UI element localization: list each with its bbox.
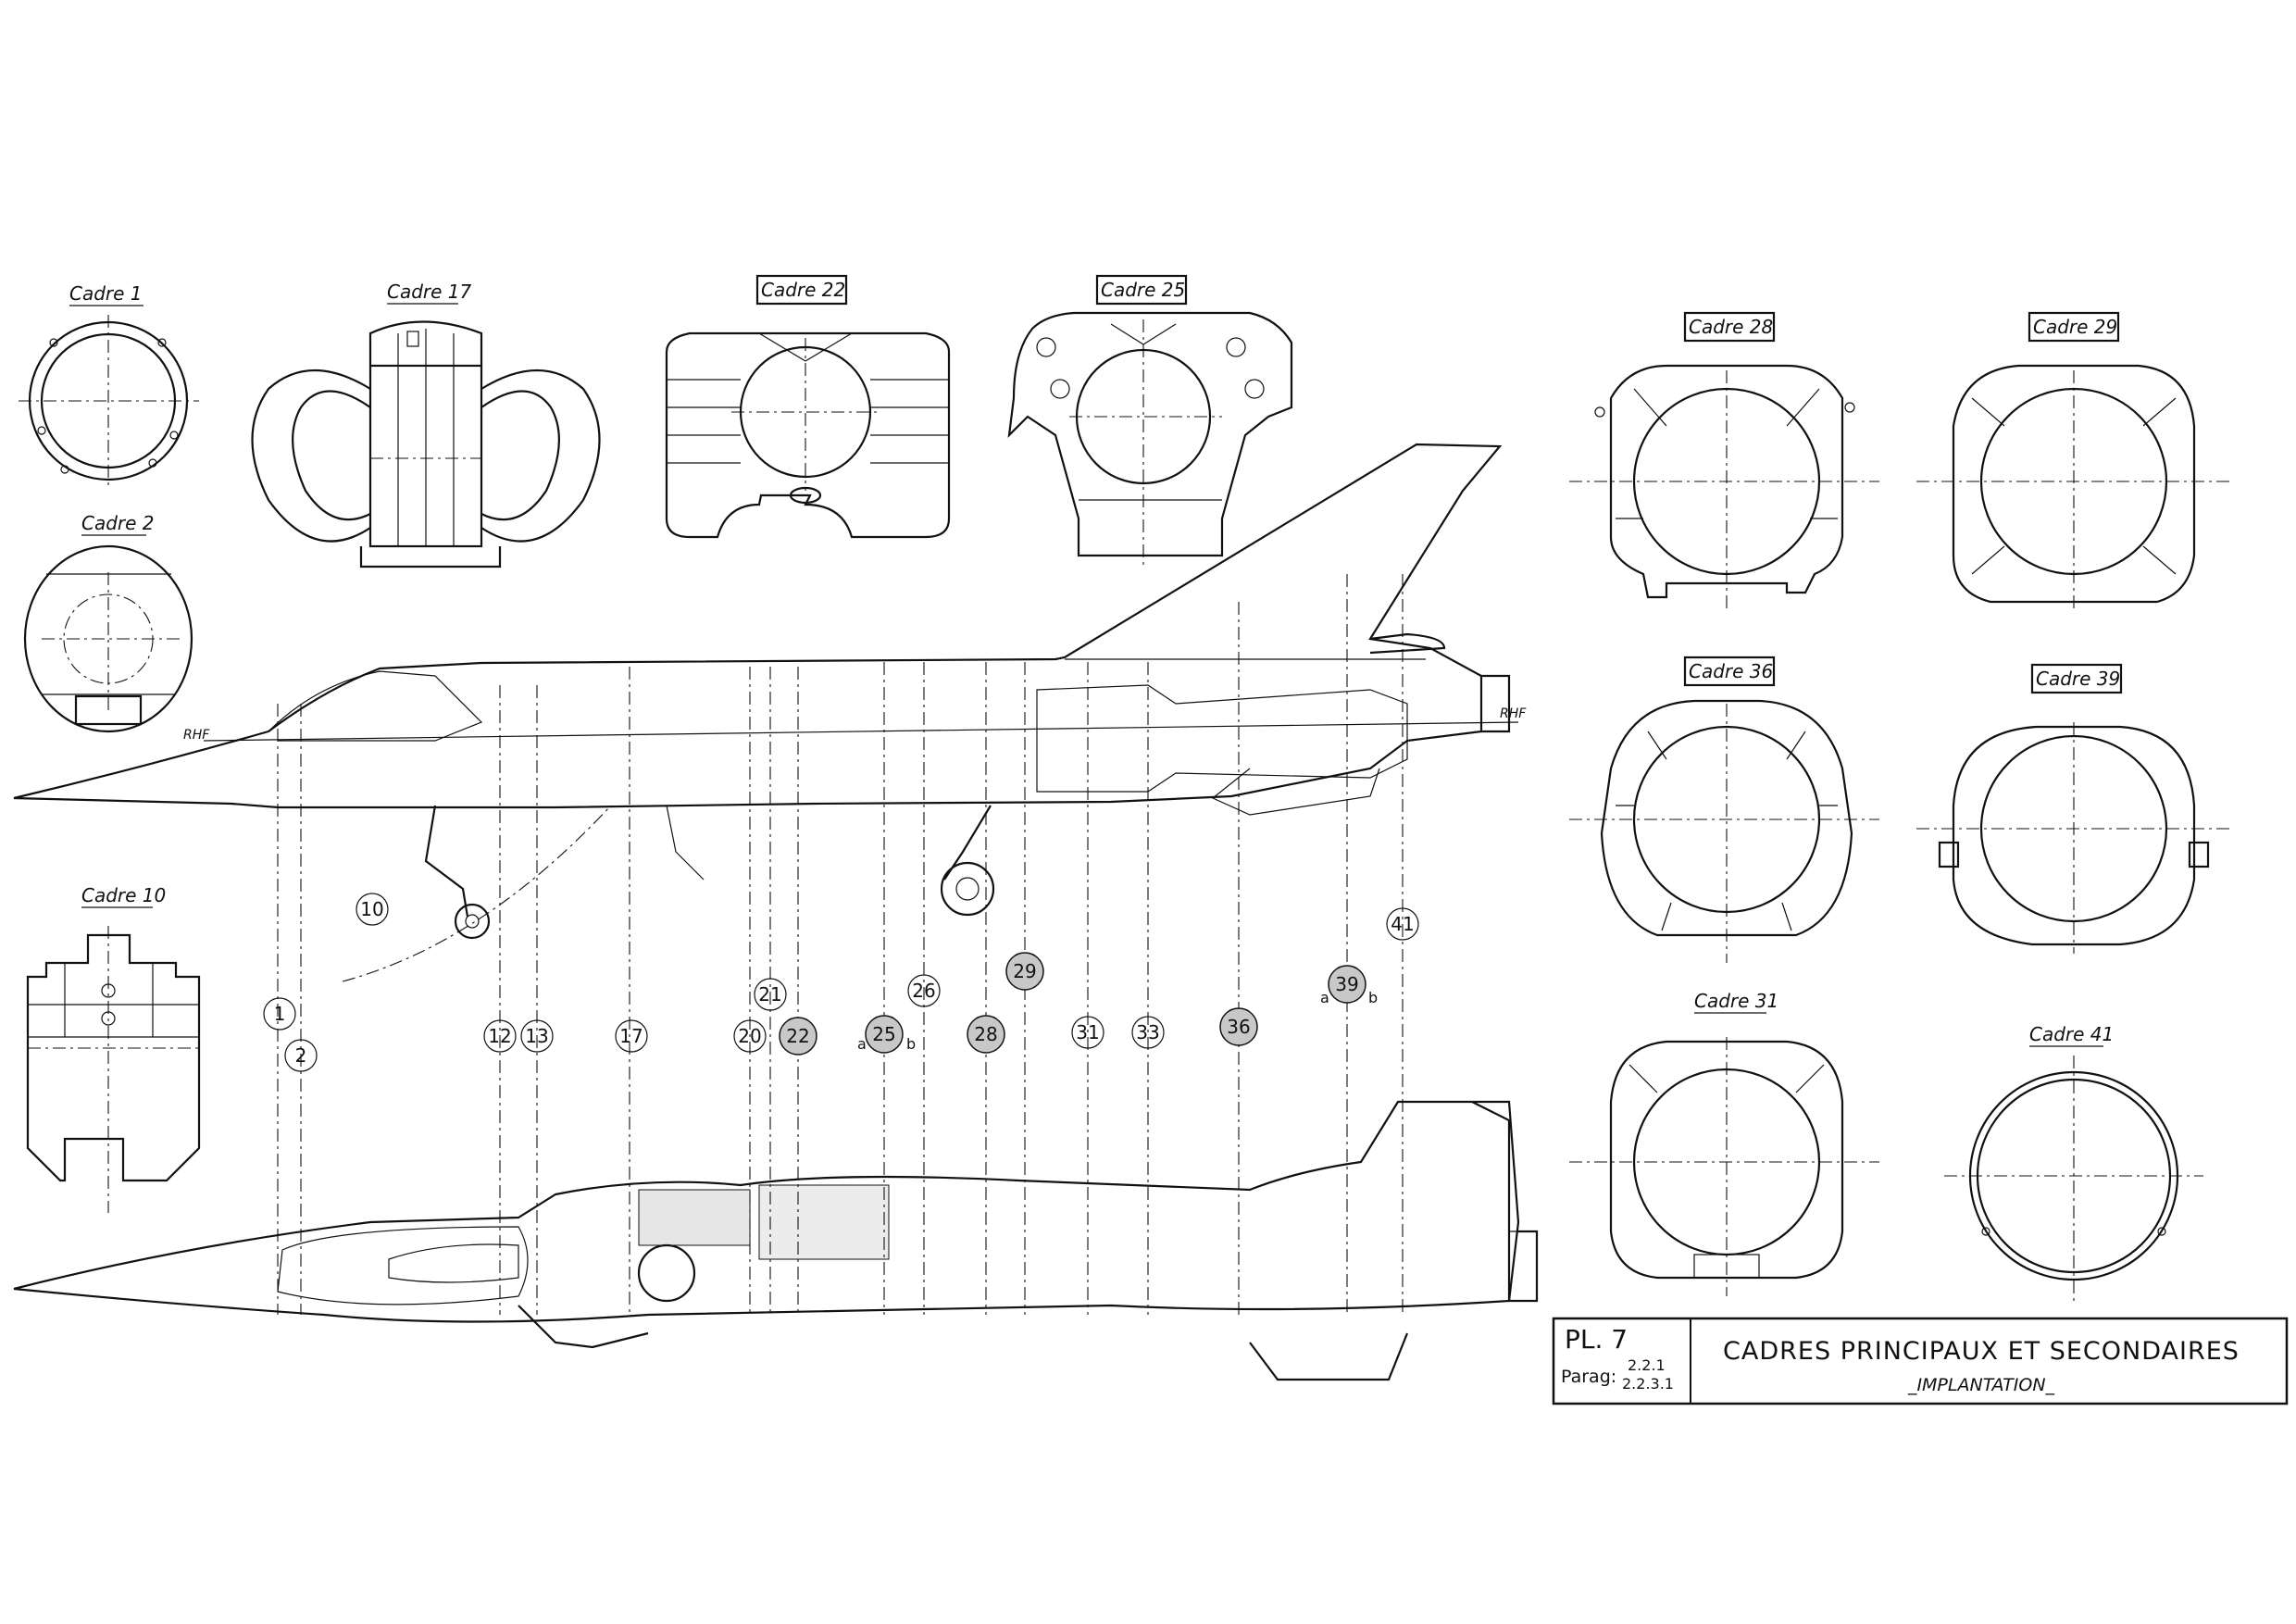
frame-section-cadre-39: Cadre 39 bbox=[1916, 663, 2231, 954]
frame-label: Cadre 36 bbox=[1689, 660, 1773, 682]
drawing-subtitle: _IMPLANTATION_ bbox=[1907, 1375, 2055, 1395]
frame-label: Cadre 22 bbox=[761, 279, 845, 301]
frame-label: Cadre 2 bbox=[81, 512, 155, 534]
sub-label: b bbox=[1368, 989, 1378, 1006]
station-marker: 31 bbox=[1071, 1016, 1104, 1049]
frame-section-cadre-2: Cadre 2 bbox=[23, 512, 193, 733]
station-marker: 2 bbox=[284, 1039, 318, 1072]
frame-label: Cadre 10 bbox=[81, 884, 166, 906]
title-block: PL. 7 Parag: 2.2.1 2.2.3.1 CADRES PRINCI… bbox=[1552, 1317, 2289, 1405]
station-marker: 39 bbox=[1328, 965, 1366, 1004]
svg-text:28: 28 bbox=[974, 1023, 997, 1045]
reference-line-label: RHF bbox=[183, 728, 210, 743]
parag-ref-2: 2.2.3.1 bbox=[1622, 1375, 1674, 1393]
station-marker: 13 bbox=[520, 1019, 554, 1053]
drawing-title: CADRES PRINCIPAUX ET SECONDAIRES bbox=[1723, 1337, 2240, 1366]
station-marker: 22 bbox=[779, 1017, 817, 1056]
station-marker: 17 bbox=[615, 1019, 648, 1053]
parag-ref-1: 2.2.1 bbox=[1628, 1356, 1666, 1374]
station-marker: 10 bbox=[356, 893, 389, 926]
station-marker: 20 bbox=[733, 1019, 767, 1053]
station-lines bbox=[277, 574, 1404, 1315]
station-marker: 36 bbox=[1219, 1007, 1258, 1046]
frame-section-cadre-22: Cadre 22 bbox=[665, 274, 951, 539]
reference-line-label: RHF bbox=[1500, 706, 1527, 721]
frame-section-cadre-28: Cadre 28 bbox=[1569, 311, 1879, 611]
svg-text:25: 25 bbox=[872, 1023, 895, 1045]
svg-text:12: 12 bbox=[488, 1025, 511, 1047]
svg-text:21: 21 bbox=[758, 983, 781, 1006]
frame-section-cadre-41: Cadre 41 bbox=[1944, 1023, 2203, 1301]
frame-label: Cadre 39 bbox=[2036, 668, 2120, 690]
svg-text:31: 31 bbox=[1076, 1021, 1099, 1043]
frame-section-cadre-1: Cadre 1 bbox=[19, 282, 199, 486]
station-marker: 28 bbox=[967, 1015, 1005, 1054]
svg-text:26: 26 bbox=[912, 980, 935, 1002]
frame-section-cadre-36: Cadre 36 bbox=[1569, 656, 1879, 963]
svg-text:2: 2 bbox=[295, 1044, 307, 1067]
frame-label-box bbox=[1683, 311, 1776, 343]
aircraft-plan-view bbox=[13, 1100, 1539, 1381]
frame-label-box bbox=[2030, 663, 2123, 694]
svg-text:33: 33 bbox=[1136, 1021, 1159, 1043]
frame-section-cadre-10: Cadre 10 bbox=[26, 884, 201, 1213]
frame-label-box bbox=[2028, 311, 2120, 343]
frame-label-box bbox=[1683, 656, 1776, 687]
station-markers: 1 2 10 12 13 17 20 21 22 25 26 28 29 31 … bbox=[263, 893, 1419, 1072]
parag-label: Parag: bbox=[1561, 1367, 1616, 1387]
station-marker: 25 bbox=[865, 1015, 904, 1054]
station-marker: 1 bbox=[263, 997, 296, 1031]
frame-label-box bbox=[1095, 274, 1188, 306]
frame-label: Cadre 17 bbox=[387, 281, 472, 303]
station-marker: 41 bbox=[1386, 907, 1419, 941]
frame-label: Cadre 31 bbox=[1694, 990, 1778, 1012]
frame-section-cadre-17: Cadre 17 bbox=[251, 281, 601, 568]
svg-text:1: 1 bbox=[274, 1003, 286, 1025]
sub-label: a bbox=[857, 1035, 867, 1053]
frame-label: Cadre 28 bbox=[1689, 316, 1773, 338]
sub-label: b bbox=[906, 1035, 916, 1053]
station-marker: 12 bbox=[483, 1019, 517, 1053]
frame-section-cadre-31: Cadre 31 bbox=[1569, 990, 1879, 1296]
frame-label: Cadre 41 bbox=[2029, 1023, 2114, 1045]
svg-text:20: 20 bbox=[738, 1025, 761, 1047]
svg-text:10: 10 bbox=[360, 898, 383, 920]
frame-label: Cadre 29 bbox=[2033, 316, 2117, 338]
frame-label: Cadre 1 bbox=[69, 282, 143, 305]
sub-label: a bbox=[1320, 989, 1329, 1006]
svg-text:36: 36 bbox=[1227, 1016, 1250, 1038]
frame-section-cadre-29: Cadre 29 bbox=[1916, 311, 2231, 611]
frame-label: Cadre 25 bbox=[1101, 279, 1185, 301]
svg-text:39: 39 bbox=[1335, 973, 1358, 995]
station-marker: 26 bbox=[907, 974, 941, 1007]
svg-text:13: 13 bbox=[525, 1025, 548, 1047]
svg-text:29: 29 bbox=[1013, 960, 1036, 982]
station-marker: 29 bbox=[1005, 952, 1044, 991]
svg-text:17: 17 bbox=[619, 1025, 643, 1047]
svg-text:22: 22 bbox=[786, 1025, 809, 1047]
aircraft-side-view: RHF RHF bbox=[13, 443, 1527, 982]
frame-label-box bbox=[755, 274, 848, 306]
frame-section-cadre-25: Cadre 25 bbox=[1007, 274, 1293, 565]
svg-text:41: 41 bbox=[1391, 913, 1414, 935]
station-marker: 21 bbox=[754, 978, 787, 1011]
station-marker: 33 bbox=[1131, 1016, 1165, 1049]
plate-number: PL. 7 bbox=[1565, 1324, 1628, 1355]
